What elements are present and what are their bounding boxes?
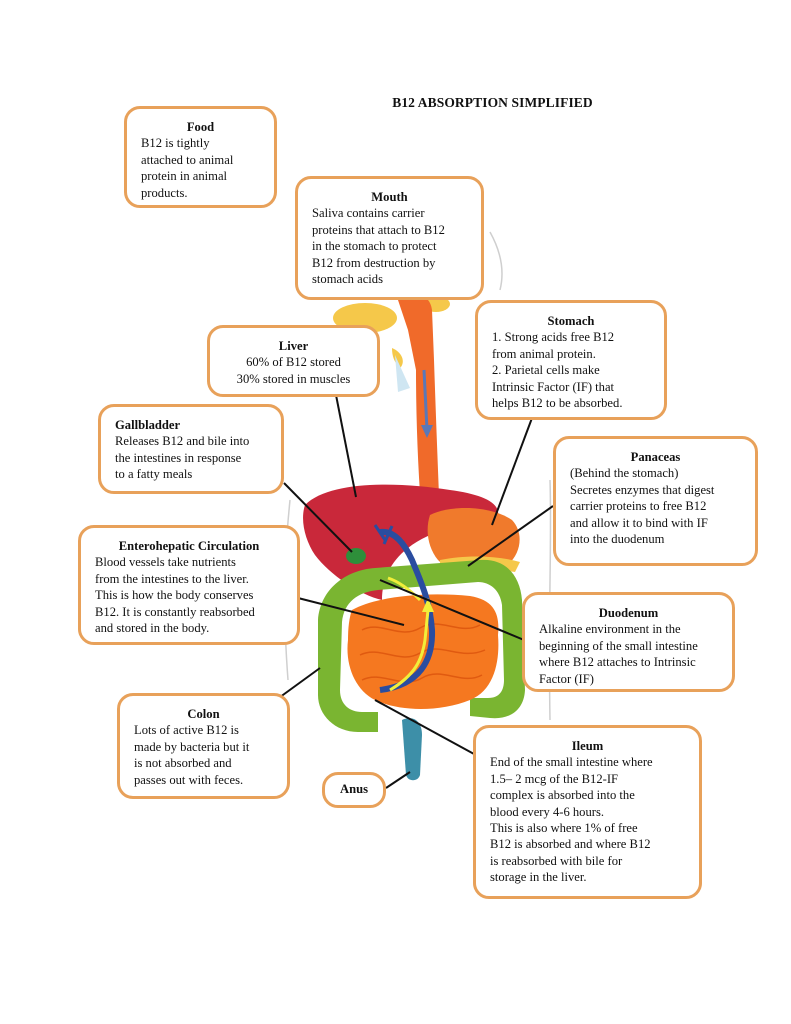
pancreas-line: carrier proteins to free B12	[570, 499, 707, 514]
colon-callout: Colon Lots of active B12 is made by bact…	[117, 693, 290, 799]
stomach-heading: Stomach	[547, 314, 595, 328]
ileum-line: End of the small intestine where	[490, 755, 653, 770]
stomach-pointer	[491, 417, 533, 526]
ileum-callout: Ileum End of the small intestine where 1…	[473, 725, 702, 899]
food-line: products.	[141, 185, 188, 200]
stomach-line: from animal protein.	[492, 346, 596, 361]
enterohepatic-heading: Enterohepatic Circulation	[118, 539, 260, 553]
ileum-line: This is also where 1% of free	[490, 821, 638, 836]
duodenum-flow-arrow	[387, 576, 422, 602]
mouth-line: B12 from destruction by	[312, 255, 436, 270]
ileum-line: blood every 4-6 hours.	[490, 804, 605, 819]
mouth-line: in the stomach to protect	[312, 239, 437, 254]
duodenum-heading: Duodenum	[598, 606, 659, 620]
ileum-heading: Ileum	[571, 739, 604, 753]
pointer-lines	[275, 394, 554, 789]
pancreas-line: (Behind the stomach)	[570, 466, 679, 481]
pancreas-line: Secretes enzymes that digest	[570, 482, 715, 497]
gallbladder	[346, 548, 366, 564]
pancreas-line: and allow it to bind with IF	[570, 515, 708, 530]
food-callout: Food B12 is tightly attached to animal p…	[124, 106, 277, 208]
rectum	[402, 718, 422, 781]
food-heading: Food	[186, 120, 215, 134]
ileum-line: complex is absorbed into the	[490, 788, 635, 803]
duodenum-pointer	[379, 579, 525, 641]
duodenum-line: Factor (IF)	[539, 671, 594, 686]
pancreas-heading: Panaceas	[630, 450, 681, 464]
enterohepatic-callout: Enterohepatic Circulation Blood vessels …	[78, 525, 300, 645]
enterohepatic-line: Blood vessels take nutrients	[95, 555, 236, 570]
esophagus-flow-arrow	[422, 369, 429, 431]
gallbladder-line: the intestines in response	[115, 450, 242, 465]
duodenum-line: beginning of the small intestine	[539, 638, 698, 653]
ileum-line: 1.5– 2 mcg of the B12-IF	[490, 771, 619, 786]
colon-heading: Colon	[187, 707, 220, 721]
food-line: attached to animal	[141, 152, 234, 167]
pancreas-callout: Panaceas (Behind the stomach) Secretes e…	[553, 436, 758, 566]
gallbladder-pointer	[283, 482, 353, 553]
diagram-title: B12 ABSORPTION SIMPLIFIED	[392, 95, 593, 110]
enterohepatic-line: B12. It is constantly reabsorbed	[95, 604, 255, 619]
ileum-line: is reabsorbed with bile for	[490, 853, 623, 868]
colon-line: passes out with feces.	[134, 772, 244, 787]
stomach-line: 2. Parietal cells make	[492, 363, 600, 378]
colon-line: Lots of active B12 is	[134, 723, 239, 738]
duodenum-callout: Duodenum Alkaline environment in the beg…	[522, 592, 735, 692]
pancreas-pointer	[467, 505, 554, 567]
ileum-line: storage in the liver.	[490, 870, 587, 885]
enterohepatic-line: from the intestines to the liver.	[95, 571, 249, 586]
gallbladder-heading: Gallbladder	[115, 418, 181, 432]
enterohepatic-line: and stored in the body.	[95, 621, 210, 636]
enterohepatic-line: This is how the body conserves	[95, 588, 254, 603]
gallbladder-line: to a fatty meals	[115, 467, 193, 482]
liver-line: 30% stored in muscles	[236, 371, 351, 386]
liver-heading: Liver	[278, 339, 309, 353]
anus-pointer	[385, 771, 411, 789]
gallbladder-callout: Gallbladder Releases B12 and bile into t…	[98, 404, 284, 494]
liver-pointer	[335, 394, 357, 498]
stomach-callout: Stomach 1. Strong acids free B12 from an…	[475, 300, 667, 420]
stomach-line: 1. Strong acids free B12	[492, 330, 615, 345]
mouth-heading: Mouth	[371, 190, 408, 204]
colon-pointer	[275, 667, 321, 701]
small-intestine-folds	[359, 623, 486, 683]
stomach-line: helps B12 to be absorbed.	[492, 396, 623, 411]
mouth-line: proteins that attach to B12	[312, 222, 445, 237]
colon-line: is not absorbed and	[134, 756, 232, 771]
anus-callout: Anus	[322, 772, 386, 808]
duodenum-line: where B12 attaches to Intrinsic	[539, 655, 696, 670]
esophagus	[398, 294, 440, 522]
food-line: B12 is tightly	[141, 136, 210, 151]
liver-callout: Liver 60% of B12 stored 30% stored in mu…	[207, 325, 380, 397]
enterohepatic-pointer	[297, 597, 405, 626]
ileum-line: B12 is absorbed and where B12	[490, 837, 651, 852]
food-line: protein in animal	[141, 169, 228, 184]
duodenum-line: Alkaline environment in the	[539, 622, 681, 637]
large-intestine	[318, 559, 525, 732]
mouth-line: stomach acids	[312, 272, 383, 287]
anus-heading: Anus	[339, 782, 368, 796]
bile-flow-arrow	[389, 609, 430, 692]
gallbladder-line: Releases B12 and bile into	[115, 434, 250, 449]
mouth-line: Saliva contains carrier	[312, 206, 425, 221]
mouth-callout: Mouth Saliva contains carrier proteins t…	[295, 176, 484, 300]
ileum-pointer	[374, 699, 475, 755]
colon-line: made by bacteria but it	[134, 739, 250, 754]
pancreas-line: into the duodenum	[570, 532, 665, 547]
stomach-line: Intrinsic Factor (IF) that	[492, 379, 615, 394]
liver-line: 60% of B12 stored	[246, 355, 341, 370]
